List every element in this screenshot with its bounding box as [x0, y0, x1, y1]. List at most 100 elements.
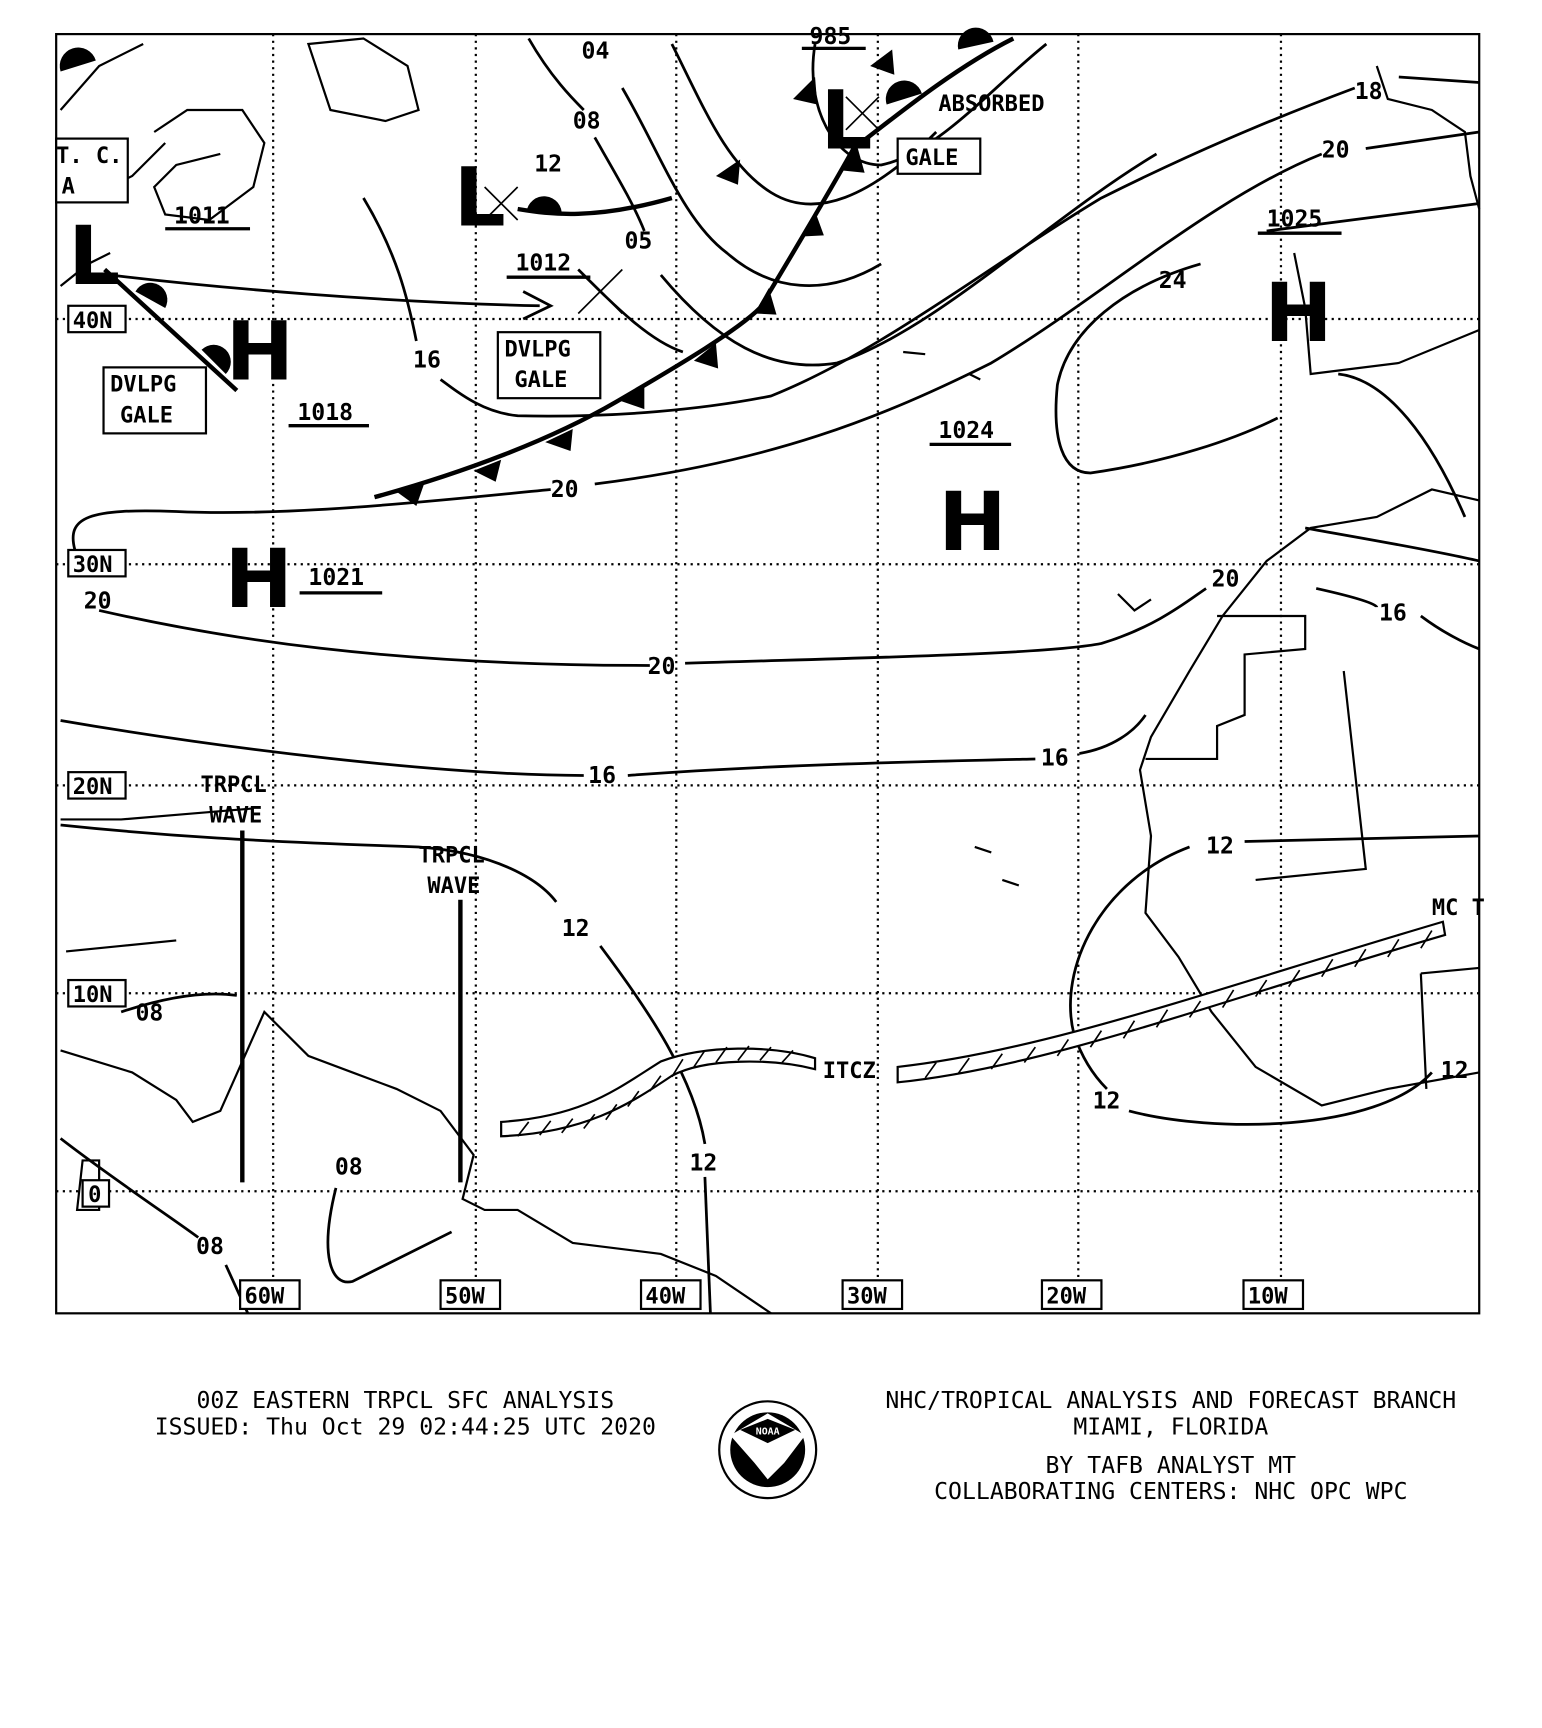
map-mark [1244, 834, 1480, 843]
map-label: 12 [1093, 1089, 1121, 1115]
map-mark [659, 152, 1158, 367]
map-mark [71, 488, 551, 551]
cold-front-triangle [396, 483, 425, 506]
pressure-centers: L 1011 H 1018 L 1012 L 985 H 1025 H 1024… [68, 24, 1342, 627]
map-mark [1365, 130, 1480, 150]
map-label: 16 [413, 347, 441, 373]
map-mark [1079, 714, 1147, 755]
map-mark [685, 587, 1207, 665]
map-mark [67, 548, 127, 578]
low-pressure-value: 1012 [515, 251, 571, 277]
map-mark [67, 978, 127, 1008]
map-label: 20 [1212, 566, 1240, 592]
map-label: 20 [84, 588, 112, 614]
high-pressure-value: 1018 [297, 400, 353, 426]
map-mark [473, 459, 502, 482]
map-mark [1069, 845, 1191, 1090]
map-label: 30W [847, 1284, 888, 1309]
surface-trough-arrow [109, 273, 540, 308]
map-mark [1315, 587, 1379, 608]
map-label: 16 [588, 763, 616, 789]
map-mark [67, 771, 127, 800]
map-mark [1304, 526, 1480, 563]
analysis-title: 00Z EASTERN TRPCL SFC ANALYSIS [196, 1388, 614, 1414]
map-mark [801, 211, 824, 237]
map-mark [239, 1279, 301, 1311]
map-label: 08 [135, 1001, 163, 1027]
map-mark [903, 350, 1152, 887]
analyst: BY TAFB ANALYST MT [1046, 1453, 1297, 1479]
developing-gale-box [102, 366, 208, 435]
map-label: GALE [120, 403, 173, 428]
fronts [59, 27, 1015, 506]
map-label: 20 [648, 654, 676, 680]
map-label: 10N [73, 983, 113, 1008]
map-label: 08 [335, 1155, 363, 1181]
map-label: 12 [1206, 834, 1234, 860]
map-mark [1138, 488, 1480, 1107]
map-label: 12 [689, 1150, 717, 1176]
map-mark [545, 428, 573, 451]
map-mark [841, 1279, 904, 1311]
map-mark [59, 47, 96, 72]
map-frame [55, 32, 1481, 1315]
map-mark [522, 290, 554, 321]
map-mark [715, 159, 741, 185]
footer: 00Z EASTERN TRPCL SFC ANALYSIS ISSUED: T… [155, 1388, 1457, 1505]
low-center-letter: L [821, 74, 873, 169]
gale-box [896, 137, 982, 175]
map-mark [1128, 1071, 1433, 1126]
map-mark [439, 1279, 502, 1311]
map-mark [670, 43, 938, 206]
location: MIAMI, FLORIDA [1073, 1414, 1268, 1440]
map-label: 40N [73, 309, 113, 334]
map-label: 12 [534, 152, 562, 178]
low-center-letter: L [68, 209, 120, 304]
map-label: 04 [582, 38, 610, 64]
map-mark [693, 343, 719, 369]
tc-advisory-box [55, 137, 129, 204]
map-mark [484, 96, 880, 315]
map-mark [811, 42, 1048, 167]
map-mark [627, 757, 1036, 777]
map-mark [201, 344, 231, 374]
map-mark [621, 87, 882, 288]
high-center-letter: H [1264, 266, 1332, 361]
map-mark [500, 1047, 817, 1138]
map-mark [135, 282, 168, 308]
mc-label: MC T [1432, 896, 1485, 921]
map-mark [120, 992, 238, 1014]
map-label: 16 [1041, 746, 1069, 772]
map-label: A [62, 175, 75, 200]
developing-gale-box [496, 331, 602, 400]
low-pressure-value: 1011 [174, 203, 230, 229]
isobar-labels: 04 08 12 05 16 20 20 20 16 16 12 12 12 0… [84, 38, 1469, 1260]
map-label: 20N [73, 775, 113, 800]
issued-timestamp: ISSUED: Thu Oct 29 02:44:25 UTC 2020 [155, 1414, 656, 1440]
map-label: DVLPG [504, 337, 570, 362]
map-mark [793, 76, 818, 105]
map-label: WAVE [427, 874, 480, 899]
map-mark [1420, 614, 1480, 651]
absorbed-label: ABSORBED [938, 92, 1044, 117]
graticule [56, 34, 1480, 1314]
map-label: 08 [196, 1234, 224, 1260]
map-mark [599, 945, 707, 1145]
map-mark [740, 1418, 796, 1444]
map-mark [896, 920, 1447, 1084]
branch-name: NHC/TROPICAL ANALYSIS AND FORECAST BRANC… [885, 1388, 1456, 1414]
map-label: 08 [573, 109, 601, 135]
map-mark [1419, 966, 1480, 1089]
stationary-front [103, 267, 239, 393]
map-label: 30N [73, 553, 113, 578]
noaa-logo: NOAA [718, 1400, 818, 1500]
map-label: 0 [88, 1183, 101, 1208]
map-mark [1054, 262, 1279, 475]
collaborating-centers: COLLABORATING CENTERS: NHC OPC WPC [934, 1479, 1407, 1505]
high-pressure-value: 1025 [1267, 207, 1323, 233]
map-label: 05 [625, 229, 653, 255]
map-mark [842, 145, 865, 173]
map-label: 18 [1355, 79, 1383, 105]
tropical-wave-label: TRPCL [200, 773, 266, 798]
